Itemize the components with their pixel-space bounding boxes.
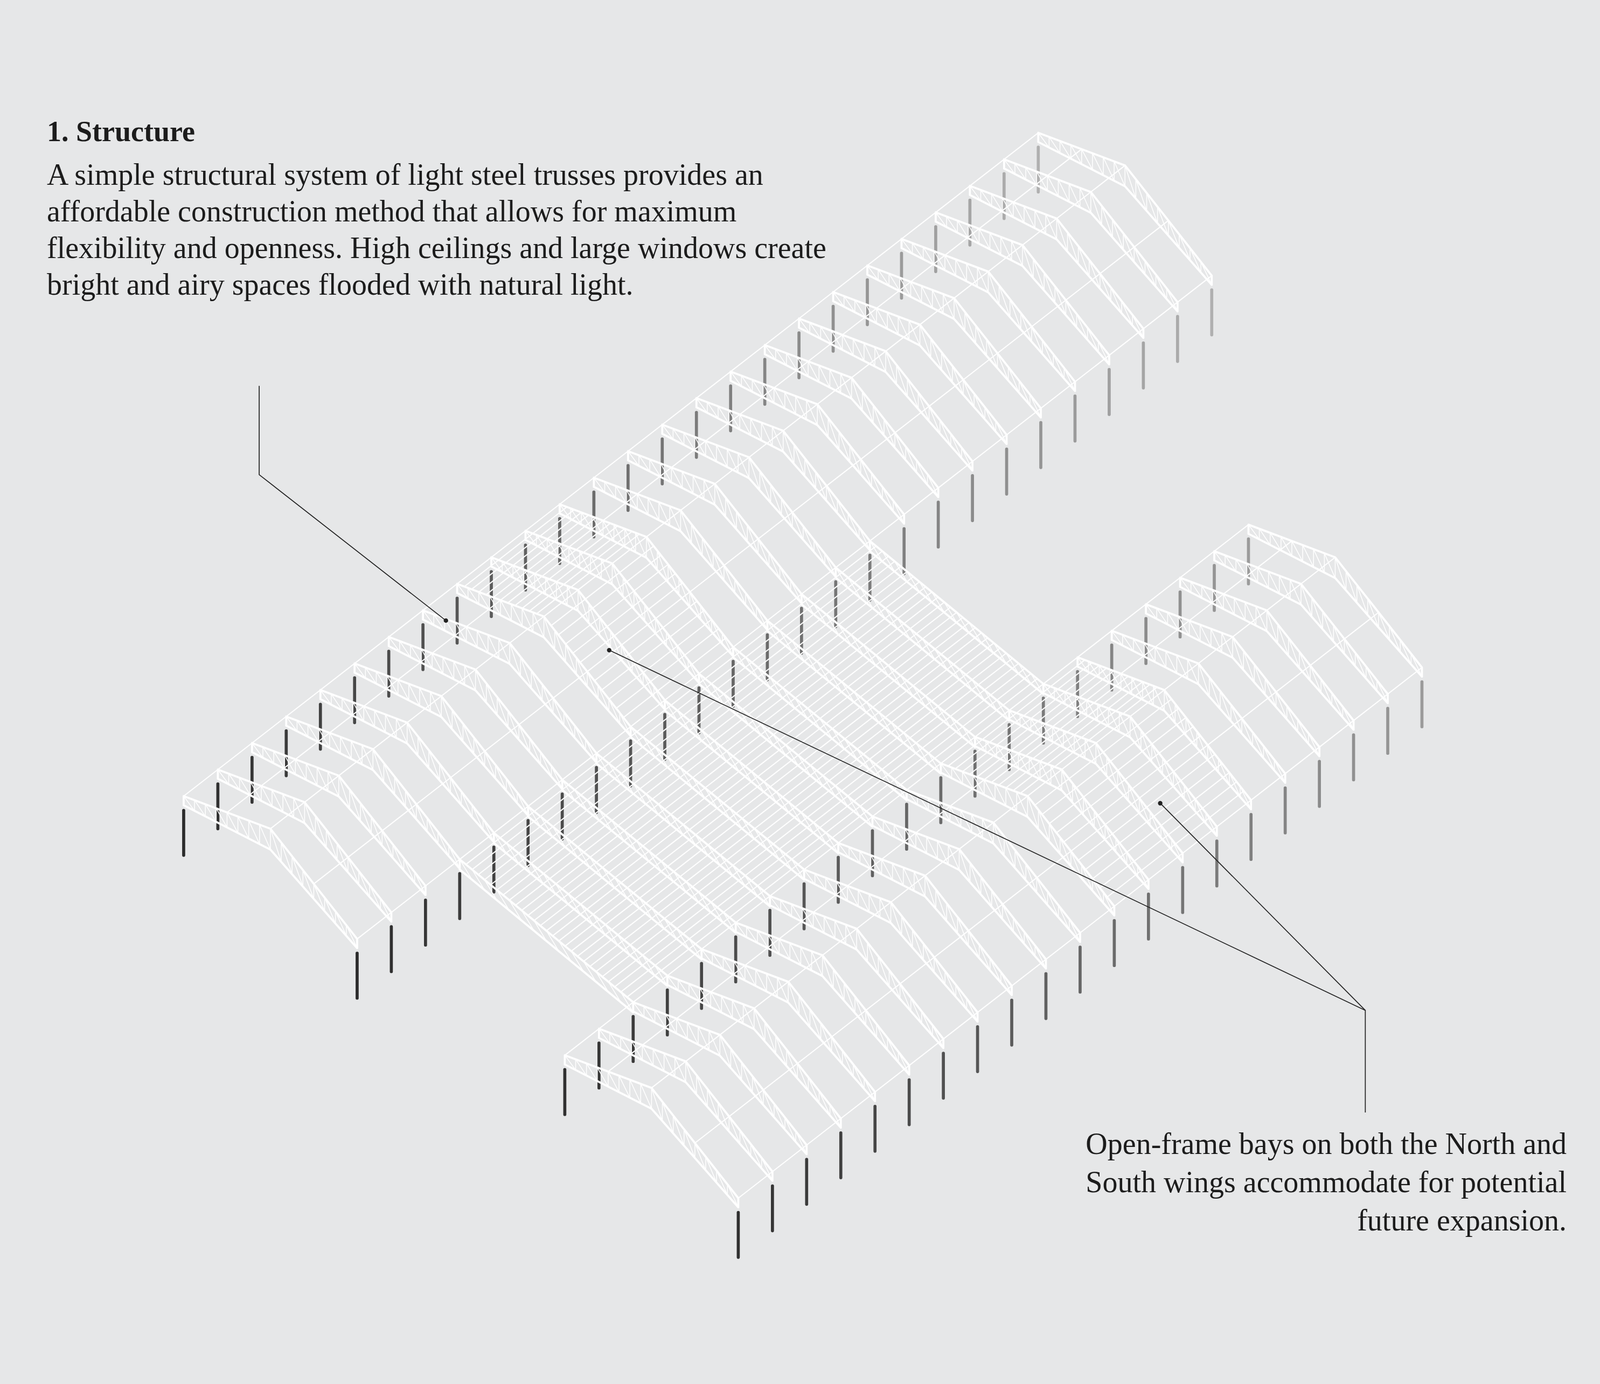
leader-dot xyxy=(1157,801,1163,806)
steel-column xyxy=(941,1053,945,1098)
steel-column xyxy=(1317,761,1321,806)
steel-column xyxy=(970,475,975,521)
steel-column xyxy=(390,926,394,972)
steel-column xyxy=(736,1212,741,1258)
steel-column xyxy=(1112,920,1117,966)
steel-column xyxy=(423,900,428,945)
steel-column xyxy=(182,810,186,855)
steel-column xyxy=(1142,343,1146,388)
steel-column xyxy=(1420,682,1424,727)
steel-column xyxy=(902,528,906,574)
section-heading: 1. Structure xyxy=(46,113,855,150)
steel-column xyxy=(1180,867,1185,913)
steel-column xyxy=(1209,289,1214,335)
steel-column xyxy=(839,1132,843,1178)
steel-column xyxy=(1039,422,1043,468)
steel-column xyxy=(1146,894,1151,939)
leader-dot xyxy=(607,648,612,653)
steel-column xyxy=(1044,973,1048,1019)
leader-lines xyxy=(259,385,1366,1113)
leader-line xyxy=(609,650,1366,1113)
steel-column xyxy=(1386,708,1390,754)
steel-column xyxy=(976,1026,980,1072)
steel-column xyxy=(907,1079,911,1125)
callout-note: Open-frame bays on both the North and So… xyxy=(1049,1124,1567,1240)
leader-dot xyxy=(443,618,449,623)
steel-column xyxy=(1352,734,1356,780)
leader-line xyxy=(259,385,447,621)
steel-column xyxy=(1283,788,1288,833)
steel-column xyxy=(1176,316,1180,361)
steel-column xyxy=(770,1185,775,1231)
steel-column xyxy=(873,1106,877,1152)
steel-column xyxy=(355,952,359,998)
steel-column xyxy=(804,1159,809,1205)
steel-frame xyxy=(183,133,1423,1258)
description-text: A simple structural system of light stee… xyxy=(46,156,845,303)
steel-column xyxy=(1010,1000,1014,1046)
steel-column xyxy=(457,873,462,919)
steel-column xyxy=(936,502,941,547)
steel-column xyxy=(563,1069,567,1115)
steel-column xyxy=(1078,947,1082,992)
steel-column xyxy=(1107,369,1111,415)
leader-line xyxy=(1160,803,1366,1011)
steel-column xyxy=(1215,840,1219,886)
steel-column xyxy=(1073,395,1077,441)
steel-column xyxy=(1249,814,1253,860)
steel-column xyxy=(1005,449,1009,495)
